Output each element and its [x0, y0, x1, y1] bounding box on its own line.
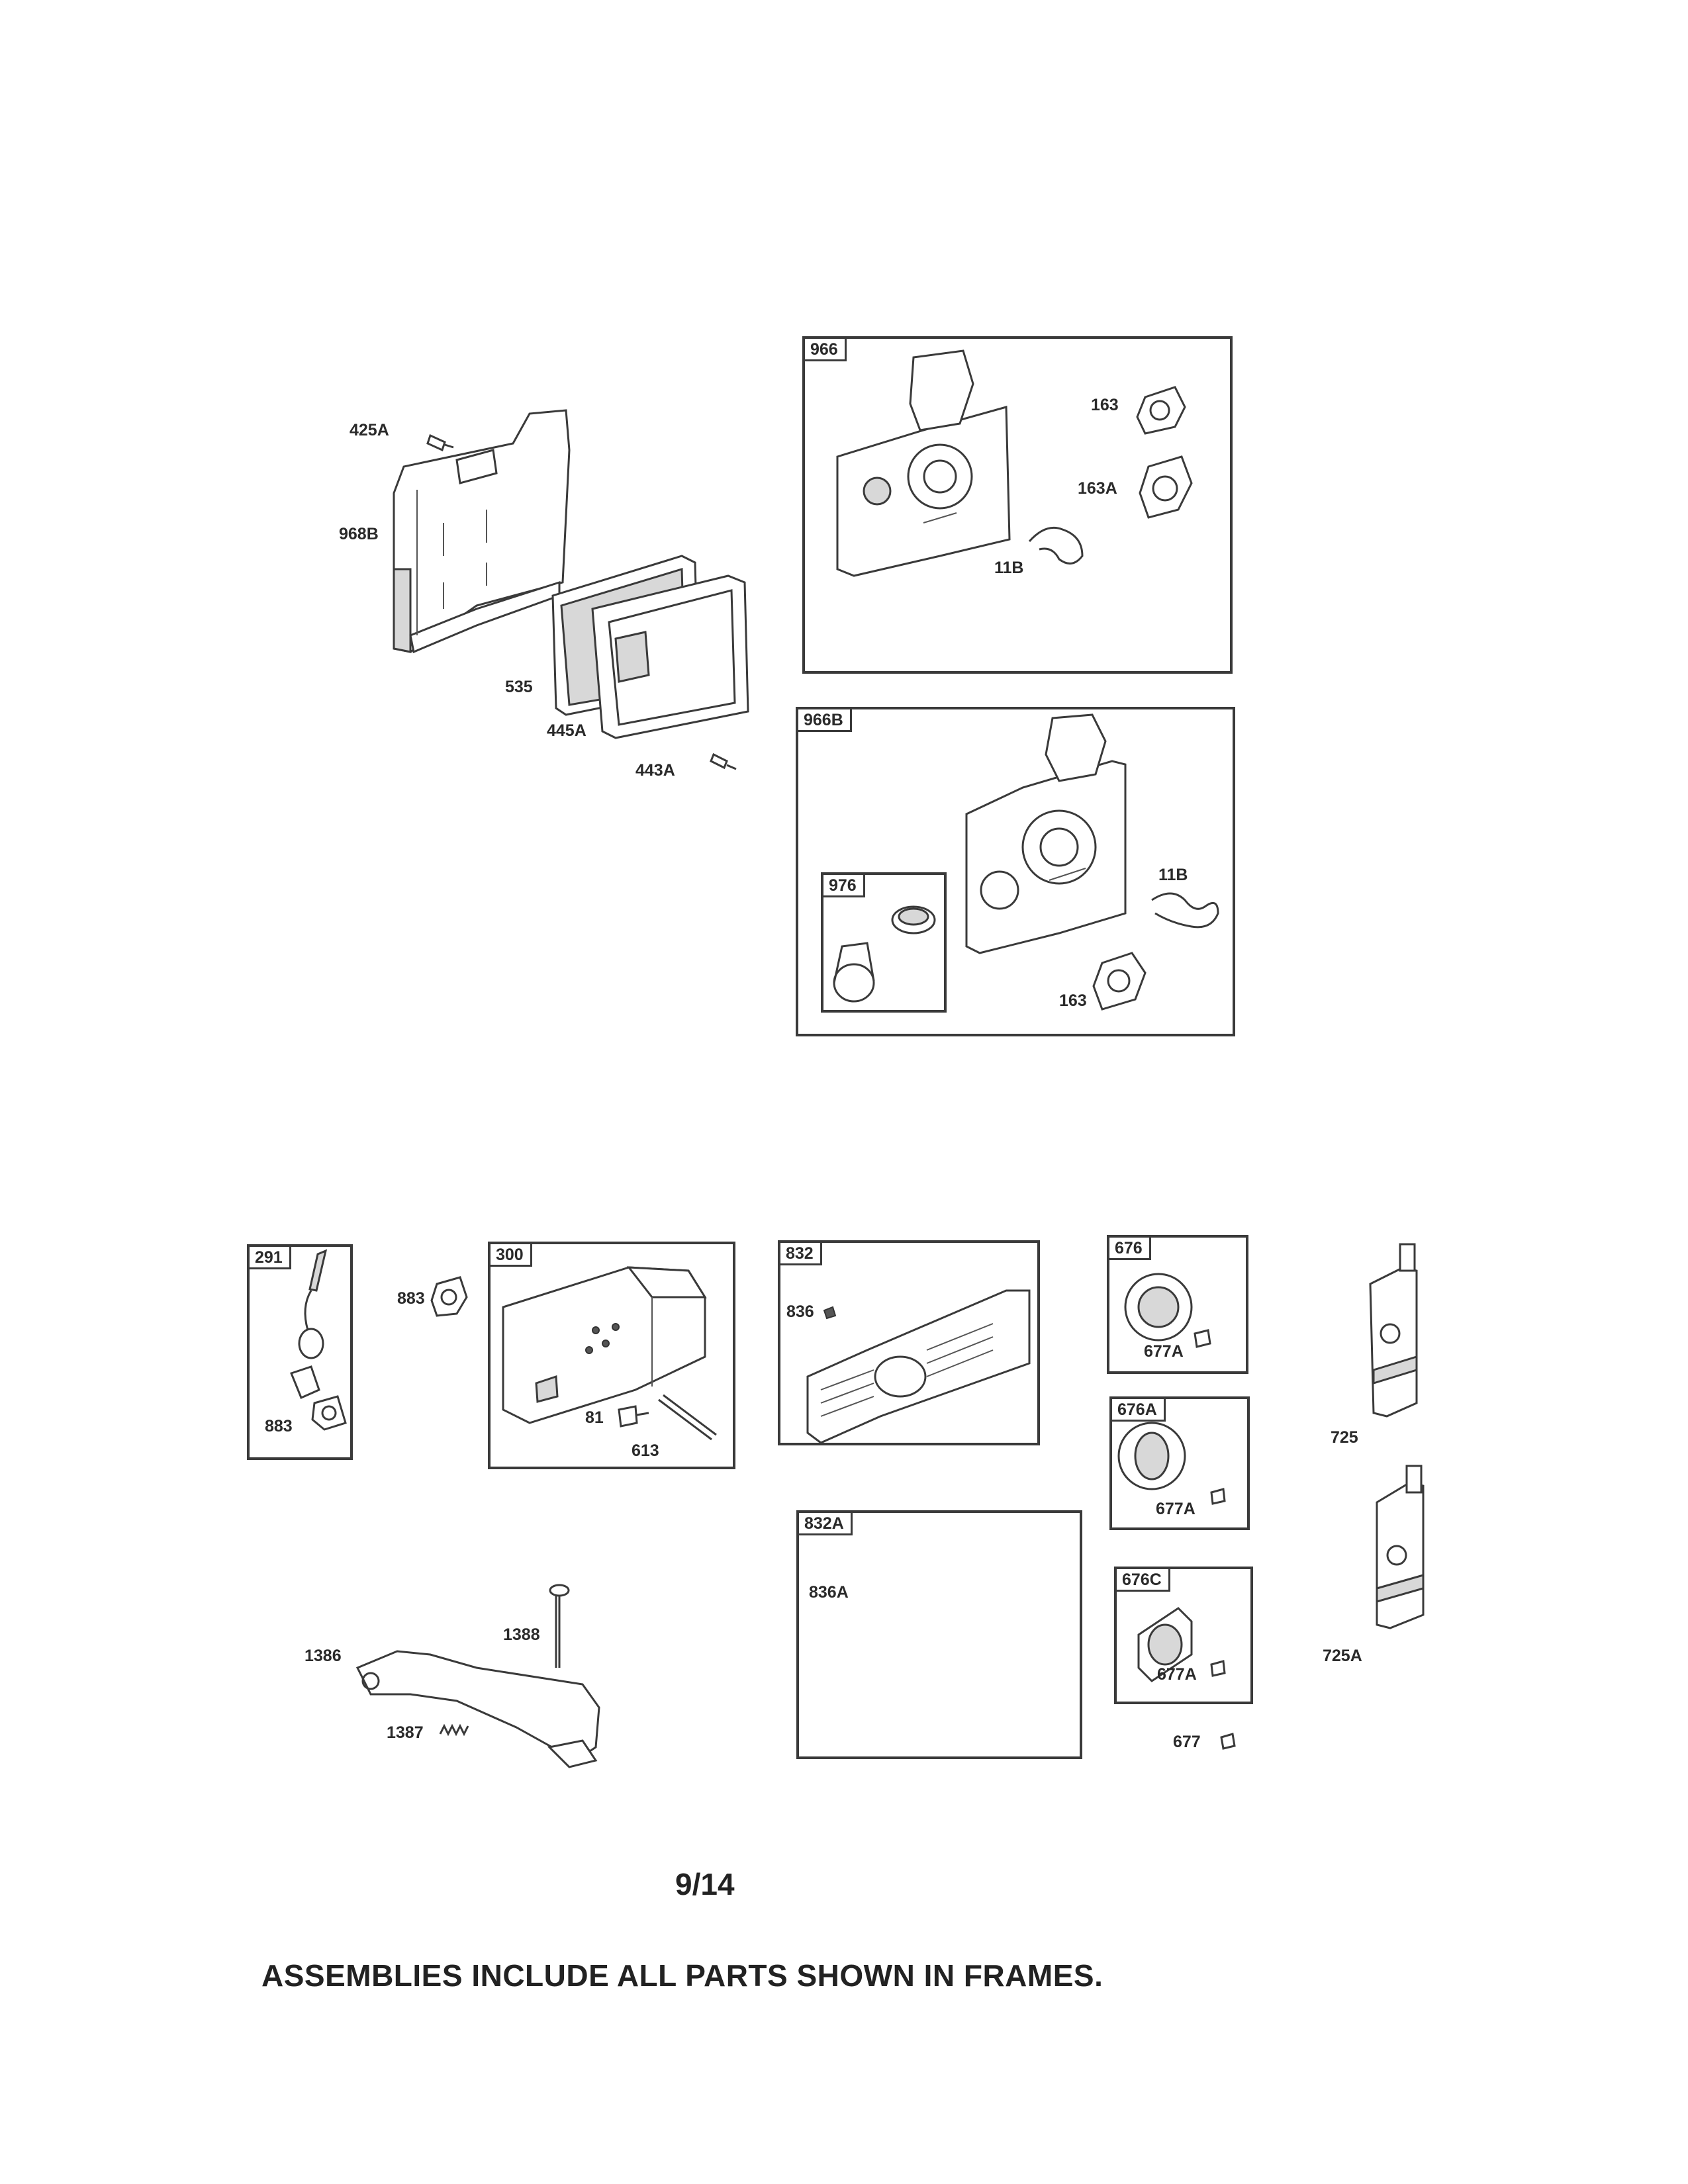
part-label-836: 836 — [786, 1302, 814, 1321]
part-676-drawing — [1124, 1273, 1211, 1348]
muffler-300-drawing — [502, 1266, 707, 1424]
stud-613-drawing — [658, 1394, 717, 1441]
heat-shield-725-drawing — [1369, 1243, 1418, 1418]
part-label-11b-top: 11B — [994, 559, 1024, 577]
part-label-1388: 1388 — [503, 1625, 540, 1644]
part-976-drawing — [833, 905, 936, 1003]
frame-832a: 832A — [796, 1510, 1082, 1759]
gasket-163-bottom-drawing — [1092, 952, 1147, 1011]
heat-shield-725a-drawing — [1376, 1465, 1425, 1629]
part-676c-drawing — [1137, 1607, 1226, 1682]
part-label-613: 613 — [632, 1441, 659, 1460]
bolt-81-drawing — [618, 1405, 649, 1428]
frame-tag-976: 976 — [823, 875, 865, 897]
gasket-163a-drawing — [1139, 455, 1193, 519]
carburetor-966-drawing — [836, 349, 1011, 577]
part-label-677a-676c: 677A — [1157, 1665, 1197, 1684]
frame-966b: 966B — [796, 707, 1235, 1036]
part-label-725a: 725A — [1323, 1647, 1362, 1665]
frame-tag-832: 832 — [780, 1243, 822, 1265]
frame-976: 976 — [821, 872, 947, 1013]
frame-676c: 676C — [1114, 1567, 1253, 1704]
bolt-1388-drawing — [549, 1584, 570, 1668]
part-label-677: 677 — [1173, 1733, 1201, 1751]
frame-tag-676a: 676A — [1112, 1399, 1166, 1422]
part-label-677a-676a: 677A — [1156, 1500, 1196, 1518]
gasket-883-drawing — [430, 1276, 468, 1317]
frame-tag-676c: 676C — [1117, 1569, 1170, 1592]
hose-11b-bottom-drawing — [1151, 892, 1219, 929]
frame-tag-966b: 966B — [798, 709, 852, 732]
gasket-163-top-drawing — [1136, 386, 1186, 435]
carburetor-966b-drawing — [965, 713, 1127, 954]
part-label-163a: 163A — [1078, 479, 1117, 498]
frame-966: 966 — [802, 336, 1233, 674]
part-label-1387: 1387 — [387, 1723, 424, 1742]
part-label-425a: 425A — [350, 421, 389, 439]
lever-1386-drawing — [355, 1650, 600, 1768]
frame-tag-676: 676 — [1109, 1238, 1151, 1260]
frame-832: 832 — [778, 1240, 1040, 1445]
part-label-725: 725 — [1331, 1428, 1358, 1447]
muffler-guard-832-drawing — [806, 1289, 1031, 1444]
part-label-883-lower: 883 — [265, 1417, 293, 1435]
air-filter-535-445a-drawing — [551, 555, 749, 739]
frame-tag-300: 300 — [491, 1244, 532, 1267]
air-cleaner-base-968b-drawing — [393, 409, 571, 654]
part-label-163-top: 163 — [1091, 396, 1119, 414]
part-label-163-bottom: 163 — [1059, 991, 1087, 1010]
part-label-883-upper: 883 — [397, 1289, 425, 1308]
part-label-836a: 836A — [809, 1583, 849, 1602]
frame-tag-966: 966 — [805, 339, 847, 361]
screw-677-drawing — [1220, 1733, 1236, 1750]
footer-note: ASSEMBLIES INCLUDE ALL PARTS SHOWN IN FR… — [261, 1958, 1103, 1993]
part-676a-drawing — [1117, 1422, 1226, 1505]
frame-291: 291 — [247, 1244, 353, 1460]
hose-11b-top-drawing — [1028, 526, 1084, 565]
frame-300: 300 — [488, 1242, 735, 1469]
frame-tag-291: 291 — [250, 1247, 291, 1269]
spring-1387-drawing — [439, 1723, 469, 1737]
part-label-968b: 968B — [339, 525, 379, 543]
part-label-443a: 443A — [635, 761, 675, 780]
part-291-drawing — [290, 1249, 347, 1431]
screw-425a-drawing — [426, 433, 454, 452]
screw-443a-drawing — [710, 752, 737, 770]
part-label-535: 535 — [505, 678, 533, 696]
page-number: 9/14 — [675, 1867, 735, 1901]
part-label-11b-bottom: 11B — [1158, 866, 1188, 884]
part-label-677a-676: 677A — [1144, 1342, 1184, 1361]
screw-836-drawing — [823, 1306, 837, 1320]
frame-tag-832a: 832A — [799, 1513, 853, 1535]
frame-676a: 676A — [1109, 1396, 1250, 1530]
part-label-445a: 445A — [547, 721, 586, 740]
part-label-81: 81 — [585, 1408, 604, 1427]
frame-676: 676 — [1107, 1235, 1248, 1374]
part-label-1386: 1386 — [305, 1647, 342, 1665]
